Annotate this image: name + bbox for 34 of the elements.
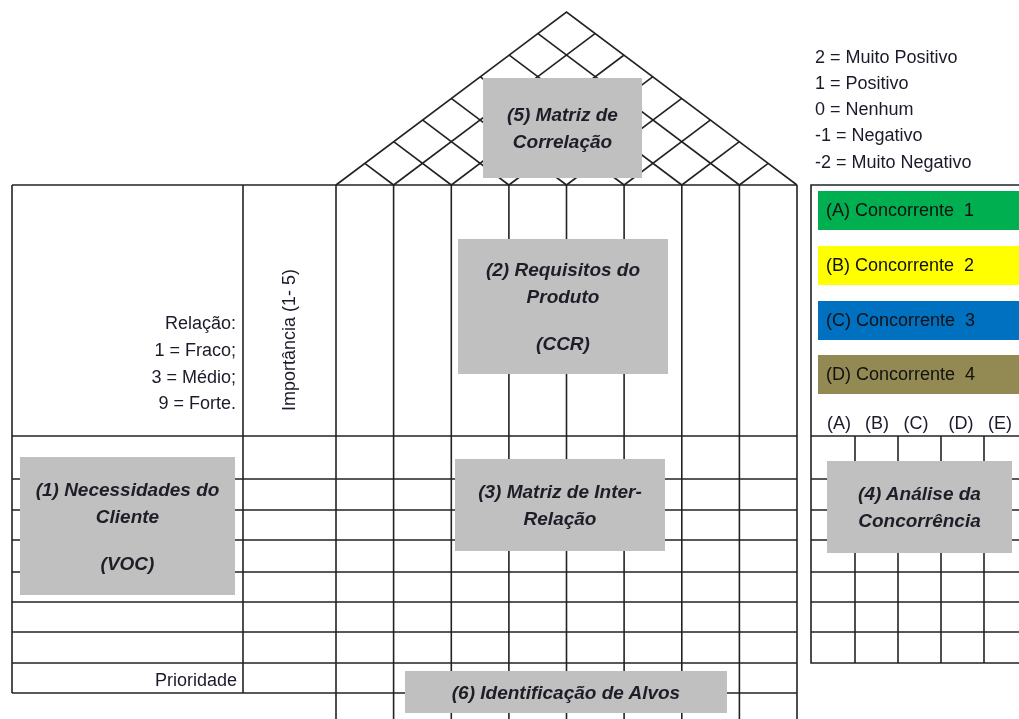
label-text: 2 = Muito Positivo: [815, 46, 959, 69]
label-text: 1 = Fraco;: [153, 339, 236, 362]
section-title: (2) Requisitos do Produto: [484, 258, 642, 309]
label-text: -2 = Muito Negativo: [815, 151, 973, 174]
label-text: 9 = Forte.: [157, 392, 236, 415]
section-box: [827, 461, 1012, 553]
label-text: -1 = Negativo: [815, 124, 924, 147]
section-box: [483, 78, 642, 178]
label-text: Relação:: [163, 312, 236, 335]
label-text: (A): [826, 412, 852, 435]
section-box: [20, 457, 235, 595]
column-header: Importância (1- 5): [278, 268, 300, 412]
section-title: (1) Necessidades do Cliente: [34, 477, 221, 529]
legend-text: (B) Concorrente 2: [826, 254, 975, 277]
section-title: (4) Análise da Concorrência: [857, 482, 982, 533]
legend-text: (D) Concorrente 4: [826, 363, 976, 386]
label-text: Prioridade: [153, 669, 237, 692]
legend-text: (A) Concorrente 1: [826, 199, 975, 222]
label-text: (C): [902, 412, 930, 435]
label-text: (D): [947, 412, 975, 435]
section-title: (5) Matriz de Correlação: [506, 103, 619, 154]
section-box: [458, 239, 668, 374]
section-title: (VOC): [100, 551, 155, 576]
label-text: 0 = Nenhum: [815, 98, 915, 121]
section-box: [405, 671, 727, 713]
label-text: (B): [864, 412, 890, 435]
label-text: 1 = Positivo: [815, 72, 910, 95]
section-title: (3) Matriz de Inter-Relação: [477, 480, 643, 531]
section-title: (6) Identificação de Alvos: [451, 680, 681, 705]
section-title: (CCR): [536, 332, 590, 356]
label-text: 3 = Médio;: [150, 366, 236, 389]
label-text: (E): [987, 412, 1013, 435]
section-box: [455, 459, 665, 551]
legend-text: (C) Concorrente 3: [826, 309, 976, 332]
